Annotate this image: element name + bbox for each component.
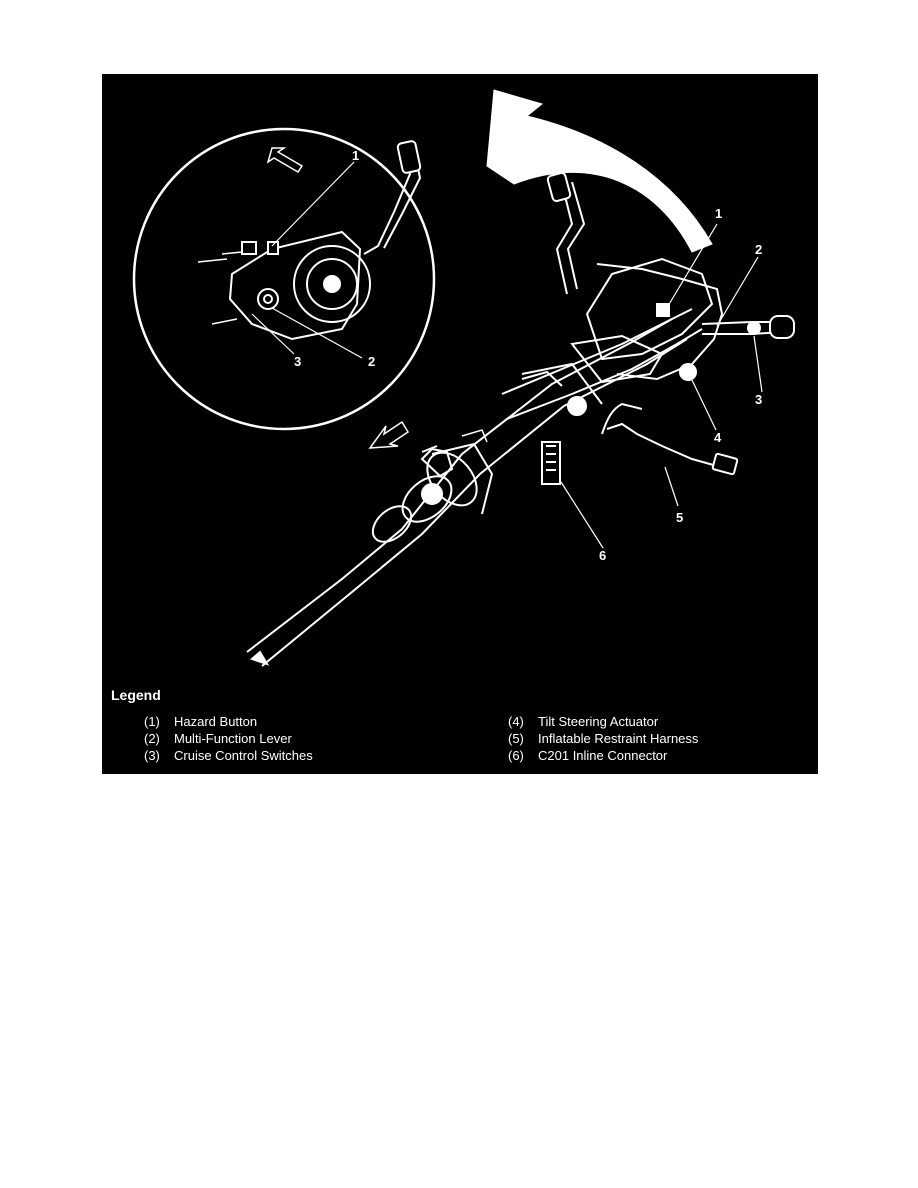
legend-item: (2) Multi-Function Lever	[144, 731, 292, 746]
legend-item-label: Multi-Function Lever	[174, 731, 292, 746]
legend-item: (6) C201 Inline Connector	[508, 748, 667, 763]
legend-item-number: (2)	[144, 731, 160, 746]
inset-callout-1: 1	[352, 148, 359, 163]
legend-item: (5) Inflatable Restraint Harness	[508, 731, 698, 746]
legend-title: Legend	[111, 687, 161, 703]
legend-item: (1) Hazard Button	[144, 714, 257, 729]
legend-item-label: Inflatable Restraint Harness	[538, 731, 699, 746]
tilt-actuator-knob	[679, 363, 697, 381]
restraint-harness	[606, 422, 718, 467]
legend-item-label: Cruise Control Switches	[174, 748, 313, 763]
callout-1: 1	[715, 206, 722, 221]
detail-inset-circle	[132, 127, 436, 431]
legend-item-label: C201 Inline Connector	[538, 748, 668, 763]
diagram-panel: 1 2 3 4 5 6 1 2 3 Legend (1) Hazard Butto…	[102, 74, 818, 774]
legend-item-label: Tilt Steering Actuator	[538, 714, 659, 729]
legend-item-number: (3)	[144, 748, 160, 763]
legend-item-number: (5)	[508, 731, 524, 746]
arrow-direction-icon	[368, 420, 410, 449]
inset-callout-2: 2	[368, 354, 375, 369]
legend-item-number: (4)	[508, 714, 524, 729]
c201-connector	[541, 441, 561, 485]
arrow-curved-icon	[486, 89, 713, 253]
legend-item: (3) Cruise Control Switches	[144, 748, 313, 763]
callout-2: 2	[755, 242, 762, 257]
steering-column-illustration: 1 2 3 4 5 6 1 2 3	[132, 89, 795, 667]
callout-4: 4	[714, 430, 722, 445]
callout-6: 6	[599, 548, 606, 563]
inset-cruise-switch	[257, 288, 279, 310]
arrow-direction-icon	[266, 147, 304, 174]
inset-callout-3: 3	[294, 354, 301, 369]
callout-5: 5	[676, 510, 683, 525]
steering-column	[246, 172, 795, 667]
legend-item-label: Hazard Button	[174, 714, 258, 729]
legend-item-number: (1)	[144, 714, 160, 729]
inset-hub	[293, 245, 371, 323]
legend-item-number: (6)	[508, 748, 524, 763]
callout-3: 3	[755, 392, 762, 407]
inset-switch-housing	[228, 230, 362, 341]
legend-item: (4) Tilt Steering Actuator	[508, 714, 658, 729]
